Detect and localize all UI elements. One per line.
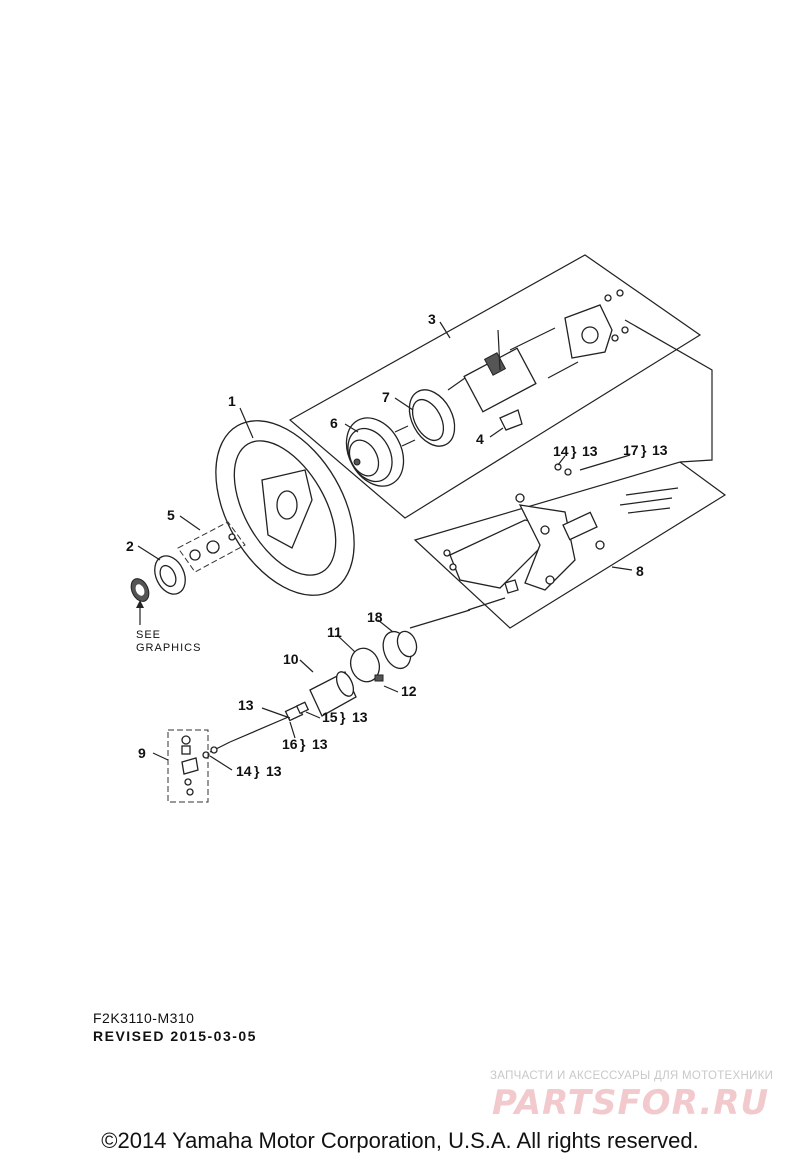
screws (394, 425, 416, 447)
brace-14a: } (571, 443, 577, 459)
mount-plate (564, 289, 629, 359)
assembly-3-outline (288, 254, 702, 519)
nut-kit-outline (177, 521, 246, 573)
callout-13: 13 (238, 697, 254, 713)
callout-7: 7 (382, 389, 390, 405)
watermark-logo: PARTSFOR.RU (492, 1083, 770, 1123)
column-ring (408, 389, 456, 447)
callout-2: 2 (126, 538, 134, 554)
assembly-8-outline (413, 461, 727, 629)
drawing-code: F2K3110-M310 (93, 1010, 195, 1026)
column-mechanism (447, 327, 579, 413)
callout-5: 5 (167, 507, 175, 523)
callout-1: 1 (228, 393, 236, 409)
callout-14-a: 14 (553, 443, 569, 459)
callout-14-b: 14 (236, 763, 252, 779)
watermark-tagline: ЗАПЧАСТИ И АКСЕССУАРЫ ДЛЯ МОТОТЕХНИКИ (490, 1070, 774, 1082)
copyright-notice: ©2014 Yamaha Motor Corporation, U.S.A. A… (101, 1128, 699, 1153)
callout-15: 15 (322, 709, 338, 725)
callout-6: 6 (330, 415, 338, 431)
see-note: SEE (136, 629, 161, 641)
bracket-bolts (554, 463, 679, 514)
ref-13-a: 13 (582, 443, 598, 459)
clip (499, 409, 523, 431)
callout-4: 4 (476, 431, 484, 447)
leader-lines (137, 321, 633, 771)
callout-9: 9 (138, 745, 146, 761)
ball-joint-kit (181, 735, 199, 796)
ref-13-e: 13 (266, 763, 282, 779)
revised-date: REVISED 2015-03-05 (93, 1028, 257, 1044)
tilt-bracket (443, 493, 605, 594)
steering-shaft (409, 597, 506, 629)
steering-wheel (215, 420, 355, 596)
graphics-note: GRAPHICS (136, 642, 201, 654)
brace-17: } (641, 442, 647, 458)
brace-16: } (300, 736, 306, 752)
graphics-emblem (130, 578, 150, 602)
callout-18: 18 (367, 609, 383, 625)
nut-kit (189, 533, 236, 561)
callout-12: 12 (401, 683, 417, 699)
callout-17: 17 (623, 442, 639, 458)
ref-13-b: 13 (652, 442, 668, 458)
brace-15: } (340, 709, 346, 725)
column-cover (345, 417, 405, 487)
callout-8: 8 (636, 563, 644, 579)
connector-line (624, 319, 713, 463)
callout-11: 11 (327, 624, 342, 640)
callout-3: 3 (428, 311, 436, 327)
cable-sleeve (309, 671, 357, 717)
brace-14b: } (254, 763, 260, 779)
callout-10: 10 (283, 651, 299, 667)
callout-16: 16 (282, 736, 298, 752)
ref-13-c: 13 (352, 709, 368, 725)
steering-exploded-diagram: 1 2 3 4 5 6 7 8 9 10 11 12 13 14 14 15 1… (126, 254, 727, 803)
horn-cap (154, 555, 186, 595)
hose-clamp (349, 647, 384, 683)
shaft-boot (382, 630, 418, 670)
ref-13-d: 13 (312, 736, 328, 752)
ball-joint-outline (167, 729, 209, 803)
